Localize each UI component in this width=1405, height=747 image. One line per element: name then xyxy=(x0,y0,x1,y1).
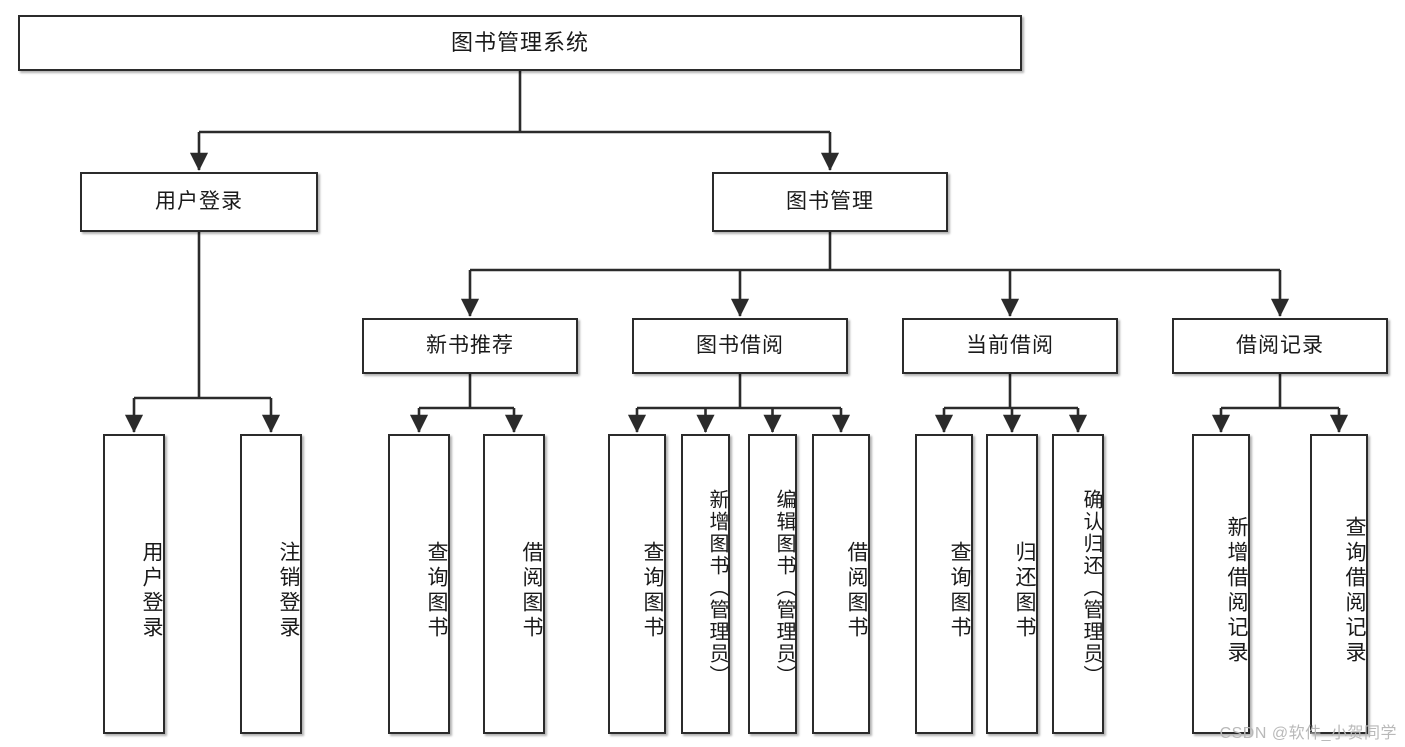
node-label: 查询借阅记录 xyxy=(1343,516,1366,666)
node-新增图书管理员-leaf: 新增图书（管理员） xyxy=(681,434,730,734)
node-用户登录: 用户登录 xyxy=(80,172,318,232)
node-编辑图书管理员-leaf: 编辑图书（管理员） xyxy=(748,434,797,734)
node-当前借阅: 当前借阅 xyxy=(902,318,1118,374)
node-新增借阅记录-leaf: 新增借阅记录 xyxy=(1192,434,1250,734)
node-label: 查询图书 xyxy=(425,541,448,641)
node-label: 借阅图书 xyxy=(520,541,543,641)
node-label: 用户登录 xyxy=(140,541,163,641)
node-注销登录-leaf: 注销登录 xyxy=(240,434,302,734)
node-查询图书-leaf: 查询图书 xyxy=(608,434,666,734)
node-label: 确认归还（管理员） xyxy=(1080,489,1102,687)
node-label: 图书借阅 xyxy=(696,334,784,358)
watermark: CSDN @软件_小贺同学 xyxy=(1219,725,1397,742)
node-图书管理: 图书管理 xyxy=(712,172,948,232)
node-label: 新增借阅记录 xyxy=(1225,516,1248,666)
node-label: 查询图书 xyxy=(948,541,971,641)
node-label: 查询图书 xyxy=(641,541,664,641)
node-借阅图书-leaf: 借阅图书 xyxy=(483,434,545,734)
node-查询图书-leaf: 查询图书 xyxy=(915,434,973,734)
node-label: 图书管理 xyxy=(786,190,874,214)
node-查询借阅记录-leaf: 查询借阅记录 xyxy=(1310,434,1368,734)
node-确认归还管理员-leaf: 确认归还（管理员） xyxy=(1052,434,1104,734)
node-label: 编辑图书（管理员） xyxy=(773,489,795,687)
node-label: 借阅图书 xyxy=(845,541,868,641)
node-label: 归还图书 xyxy=(1013,541,1036,641)
node-图书管理系统: 图书管理系统 xyxy=(18,15,1022,71)
node-新书推荐: 新书推荐 xyxy=(362,318,578,374)
node-查询图书-leaf: 查询图书 xyxy=(388,434,450,734)
node-借阅记录: 借阅记录 xyxy=(1172,318,1388,374)
node-label: 新书推荐 xyxy=(426,334,514,358)
node-归还图书-leaf: 归还图书 xyxy=(986,434,1038,734)
node-图书借阅: 图书借阅 xyxy=(632,318,848,374)
node-label: 新增图书（管理员） xyxy=(706,489,728,687)
node-label: 注销登录 xyxy=(277,541,300,641)
node-label: 图书管理系统 xyxy=(450,29,589,55)
node-label: 当前借阅 xyxy=(966,334,1054,358)
node-label: 借阅记录 xyxy=(1236,334,1324,358)
node-label: 用户登录 xyxy=(155,190,243,214)
node-借阅图书-leaf: 借阅图书 xyxy=(812,434,870,734)
node-用户登录-leaf: 用户登录 xyxy=(103,434,165,734)
